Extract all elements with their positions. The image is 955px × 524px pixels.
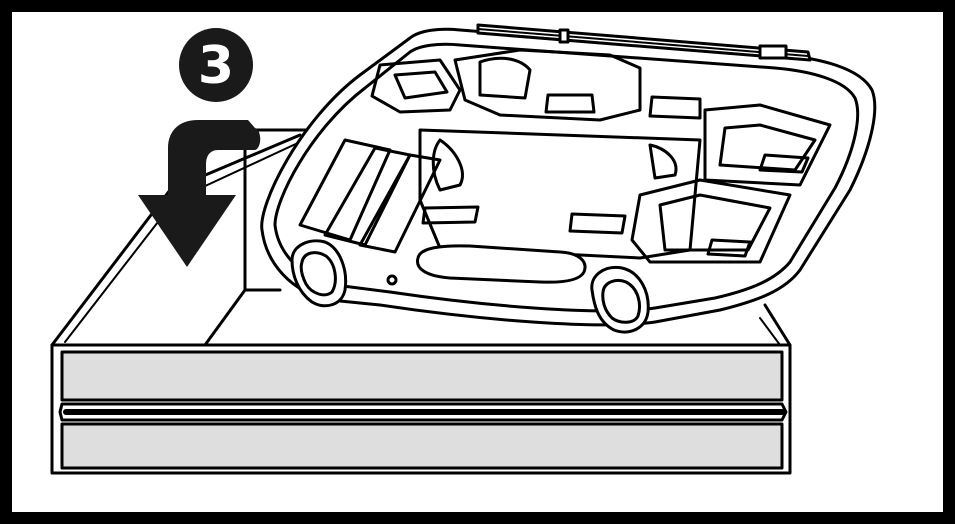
cavity-top-left [370, 58, 462, 114]
drawer-base [50, 128, 792, 475]
cavity-right-lower-slot [706, 238, 752, 258]
central-tray [418, 128, 702, 260]
case-front-handle [416, 244, 587, 284]
hinge-clip-right [758, 44, 788, 60]
cavity-right-lower-inner [658, 193, 772, 252]
step-number: 3 [198, 36, 234, 96]
cavity-slot-b [648, 95, 702, 120]
cavity-top-left-inner [393, 70, 449, 100]
latch-left-pin [386, 274, 398, 286]
latch-right-ring [601, 278, 641, 324]
case-inner-rim [273, 42, 860, 313]
tray-slot-left [421, 205, 480, 225]
drawer-front-lower-panel [60, 422, 784, 470]
tool-case-insert [260, 23, 877, 334]
hinge-clip-left [558, 28, 570, 44]
cavity-right-slot [758, 153, 810, 174]
tray-slot-right [568, 212, 627, 235]
bent-down-arrow-icon [138, 120, 261, 267]
cavity-right-upper-inner [718, 123, 817, 172]
case-hinge-line [477, 28, 809, 57]
cavity-right-upper [703, 103, 832, 187]
cavity-right-lower [630, 178, 792, 264]
latch-left-ring [299, 251, 337, 297]
tray-divider-right [648, 143, 678, 180]
step-badge: 3 [179, 28, 253, 102]
base-rim-right [763, 303, 792, 347]
cavity-drill-body [453, 48, 642, 122]
slot-left-3 [358, 153, 442, 254]
base-rim-right-inner [759, 317, 781, 346]
cavity-slot-a [544, 93, 596, 114]
drawer-front-upper-panel [60, 350, 784, 402]
cavity-drill-chuck [478, 56, 532, 100]
step-badge-circle [179, 28, 253, 102]
tray-divider-left [431, 138, 464, 192]
